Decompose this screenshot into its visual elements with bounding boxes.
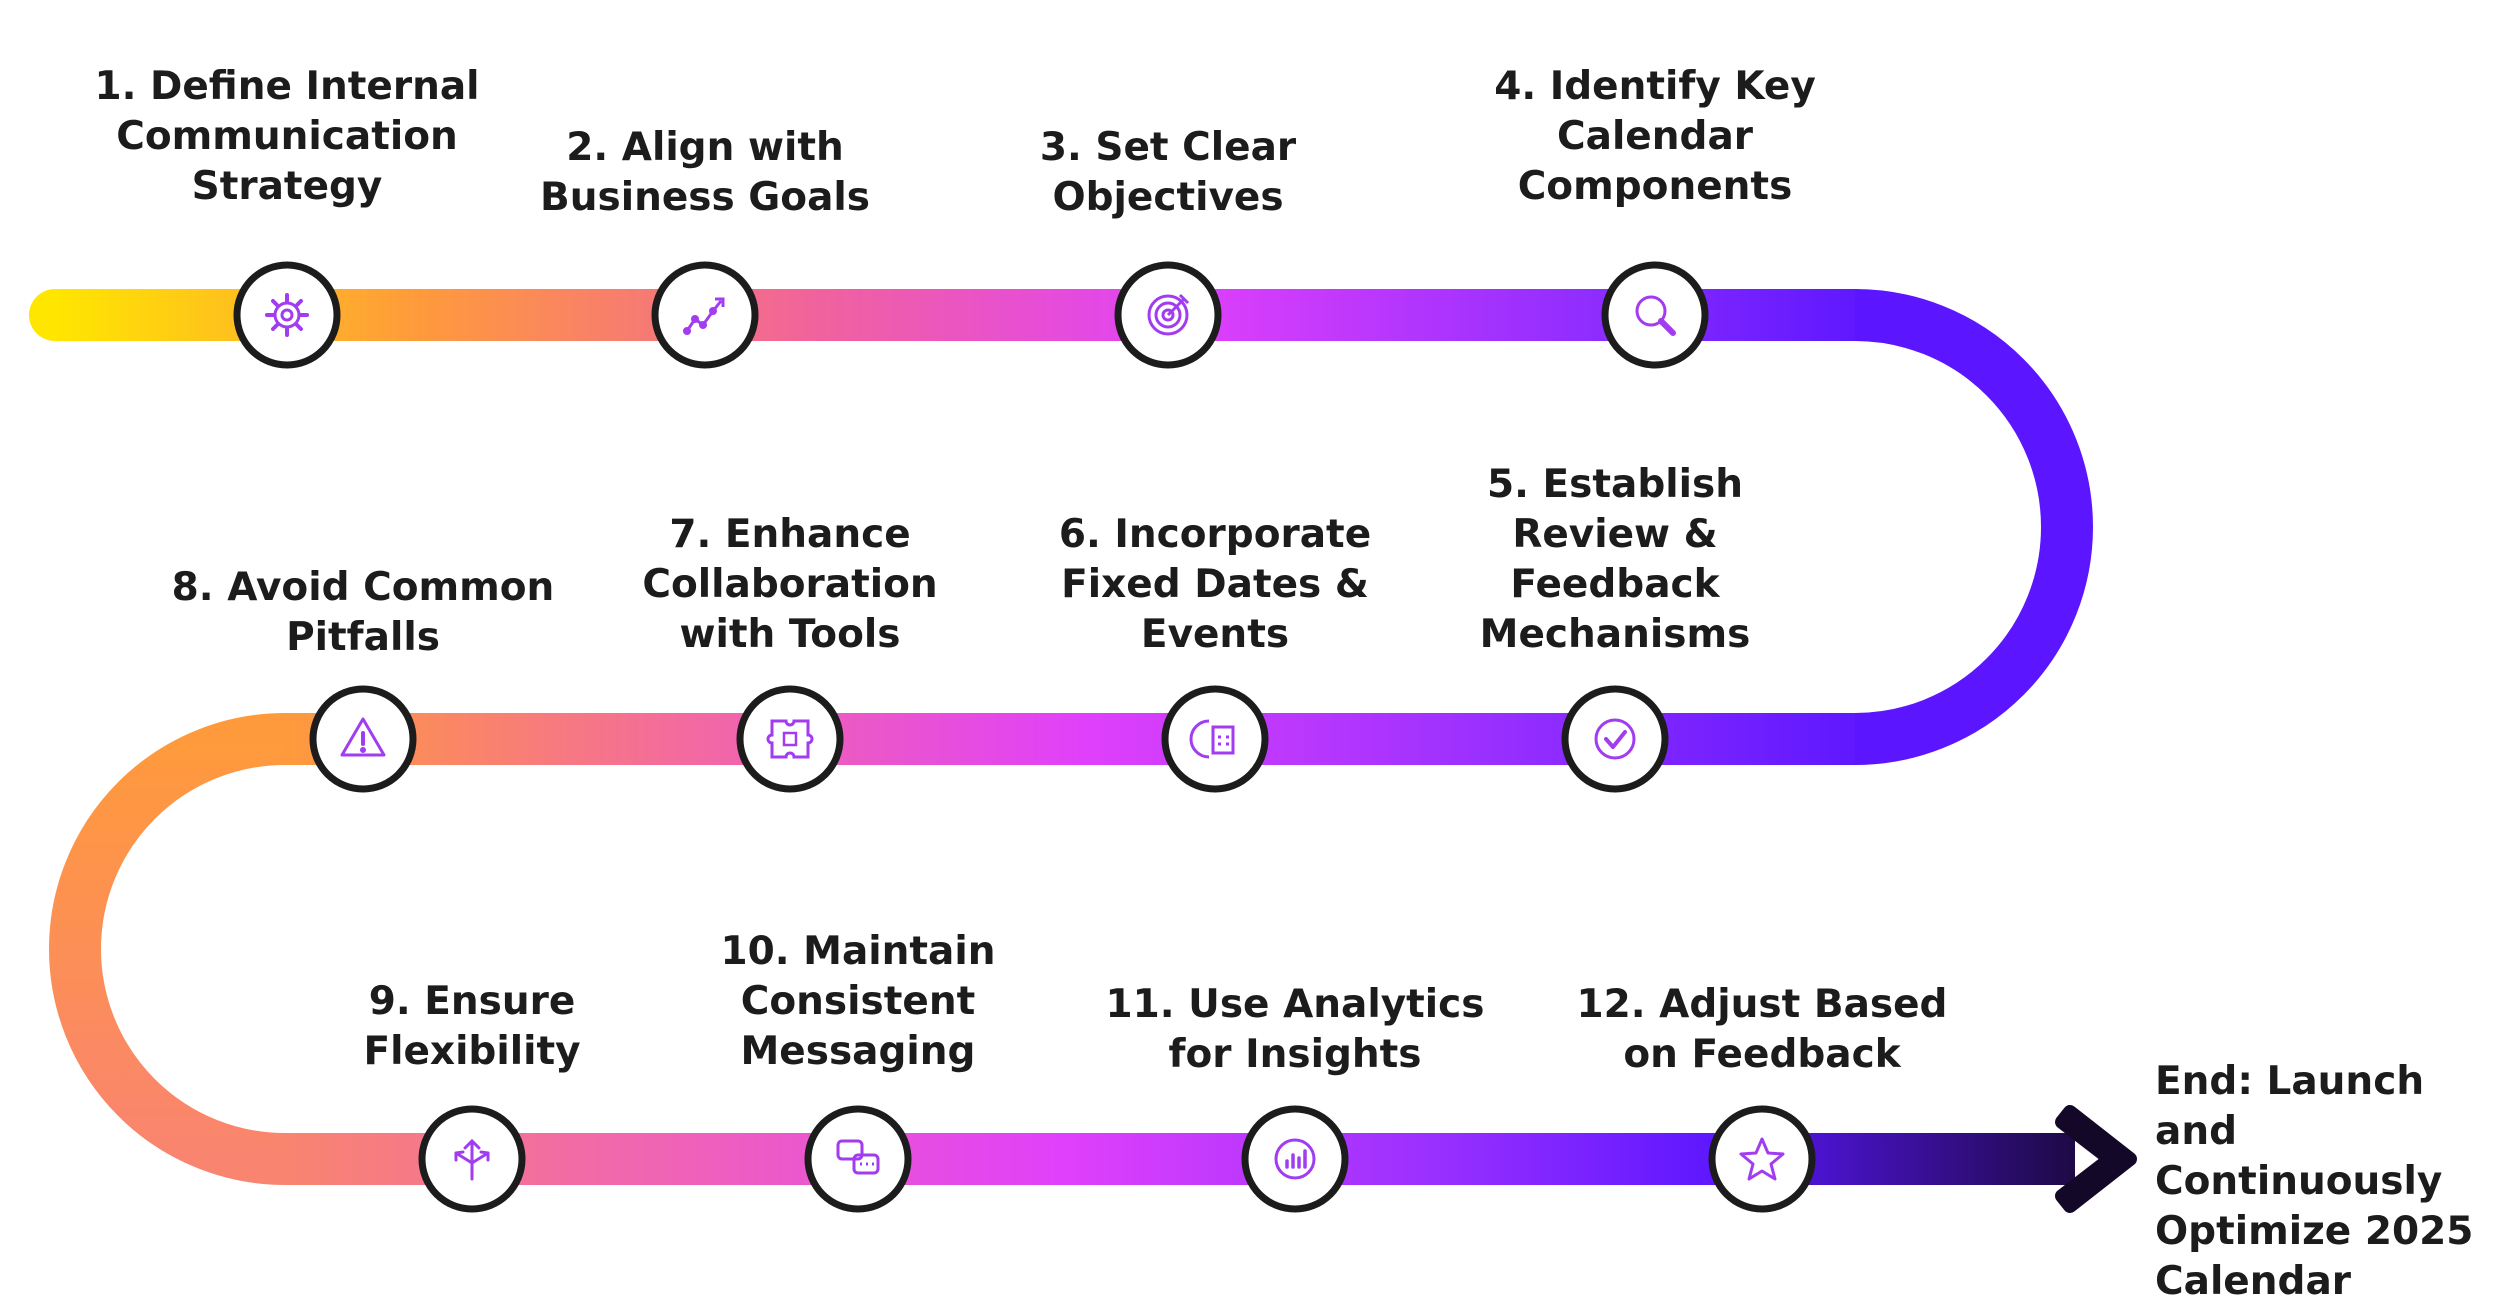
step-label-12: 12. Adjust Based on Feedback bbox=[1576, 982, 1948, 1077]
trend-chart-icon bbox=[683, 297, 725, 335]
step-node-9 bbox=[418, 1105, 526, 1213]
check-circle-icon bbox=[1594, 718, 1636, 760]
end-label: End: Launch and Continuously Optimize 20… bbox=[2155, 1059, 2474, 1304]
step-circle bbox=[651, 261, 759, 369]
step-label-4: 4. Identify Key Calendar Components bbox=[1494, 64, 1816, 209]
step-label-8: 8. Avoid Common Pitfalls bbox=[171, 565, 555, 660]
step-node-7 bbox=[736, 685, 844, 793]
step-label-3: 3. Set Clear Objectives bbox=[1039, 125, 1297, 220]
step-label-10: 10. Maintain Consistent Messaging bbox=[720, 929, 996, 1074]
step-label-2: 2. Align with Business Goals bbox=[540, 125, 870, 220]
step-circle bbox=[1241, 1105, 1349, 1213]
step-node-4 bbox=[1601, 261, 1709, 369]
step-node-6 bbox=[1161, 685, 1269, 793]
chat-bubbles-icon bbox=[836, 1139, 880, 1175]
step-circle bbox=[1561, 685, 1669, 793]
step-node-2 bbox=[651, 261, 759, 369]
step-node-12 bbox=[1708, 1105, 1816, 1213]
magnifier-icon bbox=[1635, 295, 1676, 336]
warning-icon bbox=[340, 717, 386, 757]
star-icon bbox=[1739, 1137, 1785, 1181]
crossroads-icon bbox=[454, 1138, 490, 1181]
step-label-1: 1. Define Internal Communication Strateg… bbox=[94, 64, 480, 209]
arrow-head bbox=[2055, 1105, 2137, 1213]
analytics-icon bbox=[1274, 1138, 1316, 1180]
target-icon bbox=[1147, 293, 1190, 336]
track-turn-left bbox=[49, 713, 286, 1185]
step-label-5: 5. Establish Review & Feedback Mechanism… bbox=[1479, 462, 1751, 657]
step-node-1 bbox=[233, 261, 341, 369]
step-label-9: 9. Ensure Flexibility bbox=[363, 979, 581, 1074]
step-circle bbox=[1708, 1105, 1816, 1213]
track-turn-right bbox=[1854, 289, 2093, 765]
calendar-icon bbox=[1189, 719, 1235, 759]
step-label-7: 7. Enhance Collaboration with Tools bbox=[642, 512, 938, 657]
puzzle-icon bbox=[766, 719, 814, 759]
step-label-6: 6. Incorporate Fixed Dates & Events bbox=[1058, 512, 1372, 657]
step-node-3 bbox=[1114, 261, 1222, 369]
step-circle bbox=[1601, 261, 1709, 369]
step-node-11 bbox=[1241, 1105, 1349, 1213]
step-circle bbox=[233, 261, 341, 369]
gear-icon bbox=[265, 293, 309, 337]
step-node-5 bbox=[1561, 685, 1669, 793]
step-circle bbox=[1161, 685, 1269, 793]
step-label-11: 11. Use Analytics for Insights bbox=[1105, 982, 1485, 1077]
step-nodes bbox=[233, 261, 1816, 1213]
step-node-10 bbox=[804, 1105, 912, 1213]
step-circle bbox=[736, 685, 844, 793]
step-node-8 bbox=[309, 685, 417, 793]
